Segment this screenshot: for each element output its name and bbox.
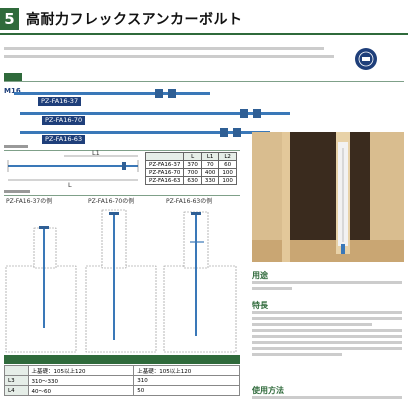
usage-heading: 用途 (252, 271, 268, 280)
size-label: M16 (4, 87, 21, 95)
usage-text (252, 281, 404, 290)
example-label-3: PZ-FA16-63の例 (166, 198, 213, 205)
dim-label-l1: L1 (92, 149, 100, 157)
table-cell: 100 (218, 176, 237, 185)
table-cell: 370 (183, 160, 202, 169)
dimension-section-bar (4, 145, 240, 151)
section-bar (4, 73, 408, 82)
bolt-2-illustration (20, 109, 290, 118)
certification-badge-icon (355, 48, 377, 70)
table-header-cell: L (183, 152, 202, 161)
table-cell: 40～60 (27, 385, 135, 396)
table-header-cell: L2 (218, 152, 237, 161)
bottom-spec-table: 上基礎：105以上120 上基礎：105以上120 L3 310～330 310… (4, 365, 240, 396)
table-cell: 70 (200, 160, 220, 169)
diagram-2 (85, 209, 157, 353)
bolt-1-illustration (14, 89, 210, 98)
title-rule (0, 33, 408, 35)
table-header-row: L L1 L2 (144, 152, 237, 161)
table-cell: 上基礎：105以上120 (27, 365, 135, 376)
bolt-3-illustration (20, 128, 270, 137)
table-cell: L4 (4, 385, 29, 396)
table-cell (4, 365, 29, 376)
bolt-label-1: PZ-FA16-37 (38, 97, 82, 106)
table-row: PZ-FA16-70 700 400 100 (144, 168, 237, 177)
chapter-number: 5 (0, 8, 19, 30)
table-cell: 310 (133, 375, 240, 386)
dim-label-l: L (68, 181, 72, 189)
table-header-cell (144, 152, 185, 161)
table-cell: PZ-FA16-70 (144, 168, 185, 177)
bolt-label-3: PZ-FA16-63 (42, 135, 86, 144)
features-heading: 特長 (252, 301, 268, 310)
dimension-drawing (7, 155, 139, 181)
table-row: PZ-FA16-63 630 330 100 (144, 176, 237, 185)
bolt-illustrations (14, 89, 290, 137)
example-label-1: PZ-FA16-37の例 (6, 198, 53, 205)
usage-method-text (252, 396, 404, 399)
intro-paragraph (4, 45, 339, 58)
diagram-3 (163, 211, 237, 353)
table-cell: 310～330 (27, 375, 135, 386)
examples-section-bar (4, 190, 240, 196)
table-header-cell: L1 (200, 152, 220, 161)
table-cell: L3 (4, 375, 29, 386)
table-cell: 330 (200, 176, 220, 185)
features-text (252, 311, 404, 356)
table-cell: 100 (218, 168, 237, 177)
table-cell: 630 (183, 176, 202, 185)
usage-method-heading: 使用方法 (252, 386, 284, 395)
table-row: PZ-FA16-37 370 70 60 (144, 160, 237, 169)
table-row: L4 40～60 50 (4, 385, 240, 396)
installation-diagrams (5, 209, 237, 353)
table-cell: 上基礎：105以上120 (133, 365, 240, 376)
bolt-label-2: PZ-FA16-70 (42, 116, 86, 125)
dimension-table: L L1 L2 PZ-FA16-37 370 70 60 PZ-FA16-70 … (144, 152, 237, 185)
table-row: 上基礎：105以上120 上基礎：105以上120 (4, 365, 240, 376)
table-cell: PZ-FA16-63 (144, 176, 185, 185)
page-title: 高耐力フレックスアンカーボルト (26, 12, 243, 28)
table-cell: 50 (133, 385, 240, 396)
table-cell: PZ-FA16-37 (144, 160, 185, 169)
bottom-caption-bar (4, 355, 240, 364)
example-label-2: PZ-FA16-70の例 (88, 198, 135, 205)
table-cell: 60 (218, 160, 237, 169)
table-cell: 700 (183, 168, 202, 177)
installation-photo (252, 132, 404, 262)
table-row: L3 310～330 310 (4, 375, 240, 386)
table-cell: 400 (200, 168, 220, 177)
diagram-1 (5, 226, 77, 353)
